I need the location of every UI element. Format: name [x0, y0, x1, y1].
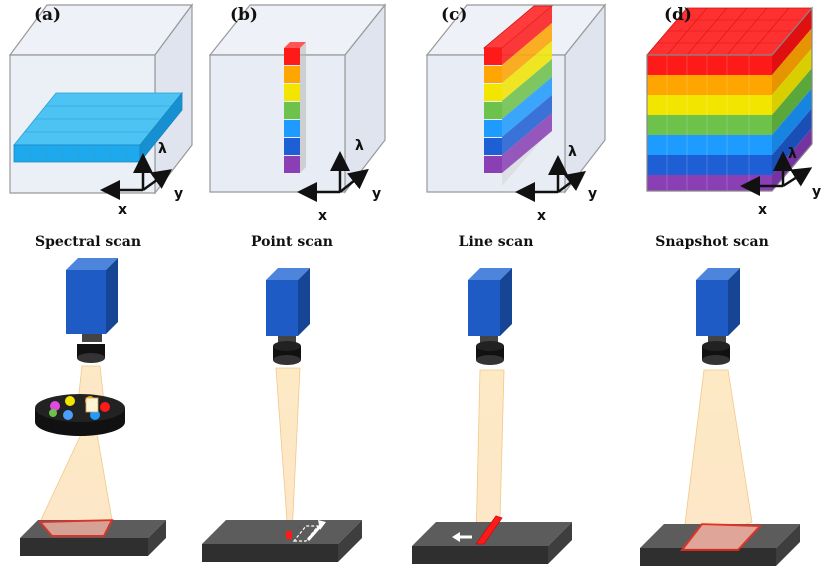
spectral-slab — [13, 91, 183, 164]
panel-c: (c) x y λ Line scan — [425, 3, 607, 250]
axis-y-c: y — [588, 186, 597, 202]
camera-setup-d — [640, 268, 800, 566]
scan-line — [475, 515, 503, 545]
axis-x-d: x — [758, 202, 767, 218]
axis-x-b: x — [318, 208, 327, 224]
axes-b — [297, 151, 369, 202]
axis-x-c: x — [537, 208, 546, 224]
axis-lambda-c: λ — [568, 144, 577, 160]
scan-title-b: Point scan — [251, 234, 333, 250]
panel-a: (a) x y λ Spectral scan — [8, 3, 194, 250]
scan-path-outline — [292, 525, 320, 542]
axis-lambda-a: λ — [158, 141, 167, 157]
scan-title-c: Line scan — [459, 234, 534, 250]
line-spectrum-slice — [482, 5, 554, 186]
sample-stage-b — [202, 520, 362, 562]
axis-lambda-d: λ — [788, 146, 797, 162]
scan-point — [286, 531, 292, 539]
data-cube-b — [208, 3, 387, 194]
panel-label-c: (c) — [441, 5, 467, 25]
camera-setup-c — [412, 268, 572, 564]
sample-stage-c — [412, 522, 572, 564]
panel-label-d: (d) — [664, 5, 692, 25]
panel-d: (d) x y λ Snapshot scan — [646, 5, 821, 250]
camera-setup-b — [202, 268, 362, 562]
panel-label-a: (a) — [34, 5, 61, 25]
axis-y-b: y — [372, 186, 381, 202]
axes-a — [100, 153, 173, 200]
snapshot-cube — [646, 6, 813, 192]
scan-title-a: Spectral scan — [35, 234, 141, 250]
axes-c — [515, 155, 586, 202]
camera-setup-a — [20, 258, 166, 556]
camera-c — [468, 268, 512, 365]
scan-title-d: Snapshot scan — [655, 234, 769, 250]
axis-y-a: y — [174, 186, 183, 202]
camera-a — [66, 258, 118, 363]
axis-lambda-b: λ — [355, 138, 364, 154]
camera-d — [696, 268, 740, 365]
axis-x-a: x — [118, 202, 127, 218]
snapshot-area — [679, 522, 763, 551]
point-spectrum-column — [284, 42, 306, 173]
filter-wheel — [35, 394, 125, 436]
panel-label-b: (b) — [230, 5, 258, 25]
camera-b — [266, 268, 310, 365]
panel-b: (b) x y λ Point scan — [208, 3, 387, 250]
axes-d — [740, 151, 813, 196]
axis-y-d: y — [812, 184, 821, 200]
